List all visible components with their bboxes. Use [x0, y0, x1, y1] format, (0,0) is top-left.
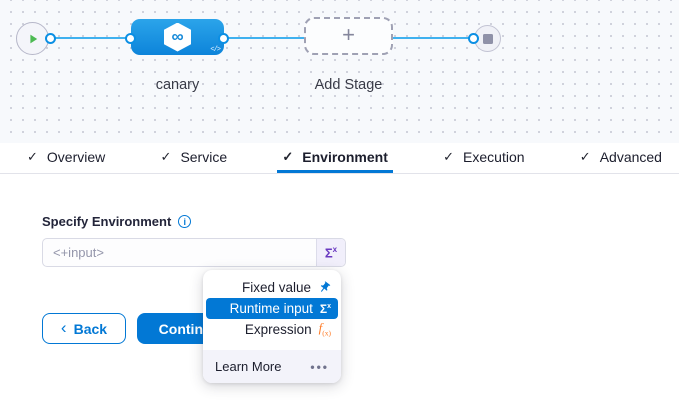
- environment-input[interactable]: [43, 239, 316, 266]
- back-button-label: Back: [73, 320, 108, 337]
- port-canary-in[interactable]: [125, 33, 136, 44]
- check-icon: ✓: [160, 148, 172, 164]
- pipeline-canvas: ∞ </> + canary Add Stage: [0, 0, 679, 143]
- pin-icon: [315, 278, 333, 296]
- stage-node-canary[interactable]: ∞ </>: [131, 19, 224, 55]
- specify-environment-label: Specify Environment i: [42, 214, 192, 229]
- add-stage-node[interactable]: +: [304, 17, 393, 55]
- tab-advanced[interactable]: ✓ Advanced: [575, 143, 667, 173]
- value-type-dropdown: Fixed value Runtime input Σx Expression …: [203, 270, 341, 383]
- option-label: Fixed value: [241, 280, 311, 295]
- code-icon: </>: [210, 46, 221, 54]
- more-options-icon[interactable]: •••: [310, 359, 329, 374]
- pipeline-start-node[interactable]: [16, 22, 49, 55]
- stage-label-canary: canary: [155, 77, 200, 93]
- environment-input-group: Σx: [42, 238, 346, 267]
- dropdown-footer: Learn More •••: [203, 350, 341, 383]
- tab-overview[interactable]: ✓ Overview: [22, 143, 110, 173]
- port-start-out[interactable]: [45, 33, 56, 44]
- expression-fx-icon: f(x): [318, 320, 331, 339]
- port-canary-out[interactable]: [218, 33, 229, 44]
- tab-environment[interactable]: ✓ Environment: [277, 143, 393, 173]
- pipeline-connector-line: [51, 37, 475, 39]
- option-expression[interactable]: Expression f(x): [203, 319, 341, 340]
- tab-execution[interactable]: ✓ Execution: [438, 143, 529, 173]
- add-stage-label: Add Stage: [314, 77, 383, 93]
- specify-environment-text: Specify Environment: [42, 214, 172, 229]
- chevron-left-icon: ‹: [60, 318, 67, 337]
- tab-label: Environment: [302, 148, 388, 165]
- plus-icon: +: [342, 22, 355, 47]
- tab-label: Service: [180, 148, 228, 165]
- check-icon: ✓: [282, 148, 294, 164]
- option-runtime-input[interactable]: Runtime input Σx: [206, 298, 338, 319]
- stage-tabbar: ✓ Overview ✓ Service ✓ Environment ✓ Exe…: [0, 143, 679, 174]
- sigma-icon: Σx: [324, 244, 338, 261]
- stop-icon: [482, 33, 493, 44]
- info-icon[interactable]: i: [178, 215, 192, 228]
- back-button[interactable]: ‹ Back: [42, 313, 126, 344]
- dropdown-items: Fixed value Runtime input Σx Expression …: [203, 270, 341, 350]
- canary-deployment-icon: ∞: [164, 22, 191, 52]
- tab-service[interactable]: ✓ Service: [156, 143, 233, 173]
- check-icon: ✓: [27, 148, 38, 164]
- learn-more-link[interactable]: Learn More: [215, 359, 282, 374]
- runtime-input-type-button[interactable]: Σx: [316, 239, 345, 266]
- option-label: Runtime input: [229, 301, 313, 316]
- play-icon: [29, 34, 37, 43]
- check-icon: ✓: [443, 148, 455, 164]
- sigma-icon: Σx: [319, 301, 331, 316]
- tab-label: Execution: [463, 148, 525, 165]
- option-fixed-value[interactable]: Fixed value: [203, 277, 341, 298]
- port-end-in[interactable]: [468, 33, 479, 44]
- option-label: Expression: [244, 322, 312, 337]
- tab-label: Overview: [46, 148, 106, 165]
- tab-label: Advanced: [599, 148, 662, 165]
- check-icon: ✓: [579, 148, 591, 164]
